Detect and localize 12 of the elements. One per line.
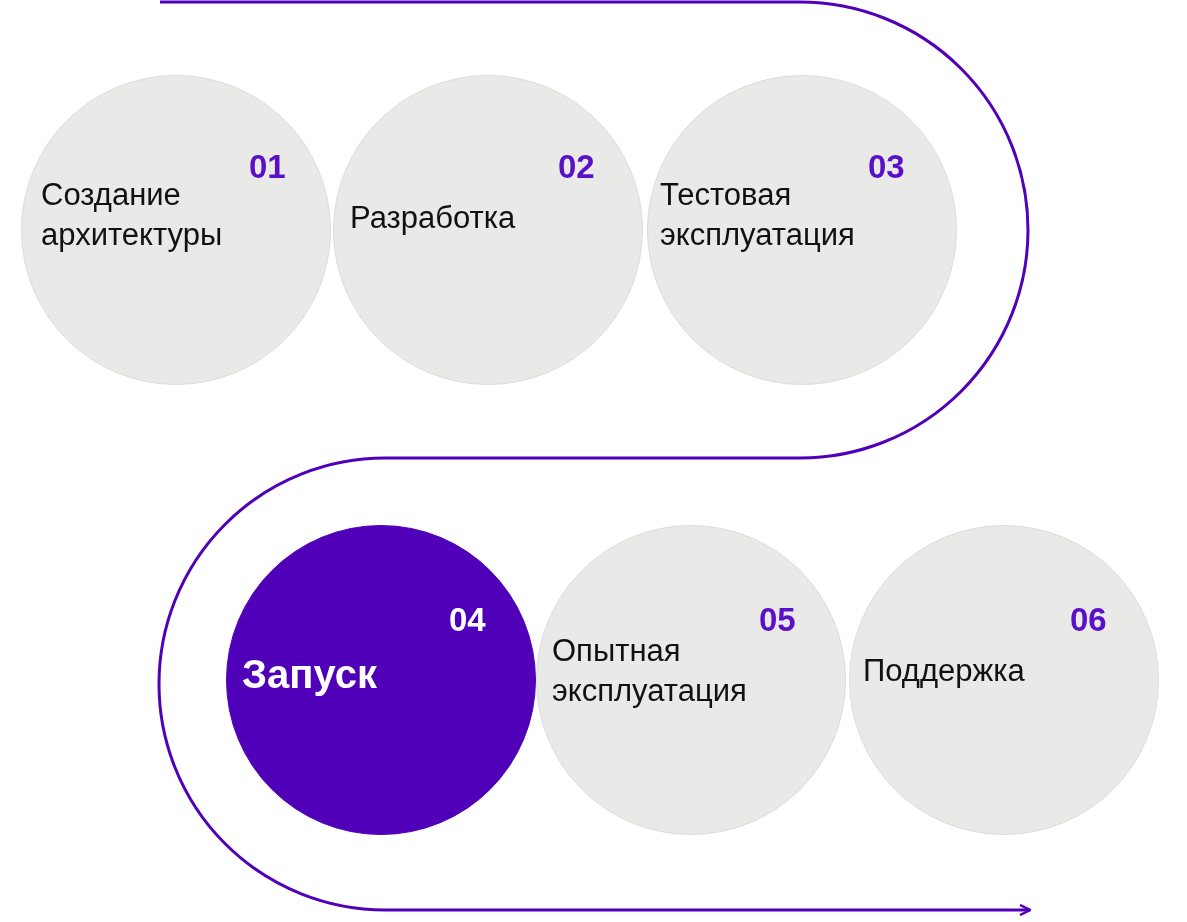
step-title: Поддержка: [863, 652, 1026, 690]
step-title: Опытная эксплуатация: [552, 632, 748, 711]
step-title: Тестовая эксплуатация: [660, 176, 856, 255]
step-number: 05: [759, 601, 796, 639]
step-number: 02: [558, 148, 595, 186]
step-number: 03: [868, 148, 905, 186]
step-number: 06: [1070, 601, 1107, 639]
step-number: 01: [249, 148, 286, 186]
step-title: Разработка: [350, 199, 517, 237]
step-title: Создание архитектуры: [41, 176, 224, 255]
step-number: 04: [449, 601, 486, 639]
step-title: Запуск: [242, 651, 378, 698]
